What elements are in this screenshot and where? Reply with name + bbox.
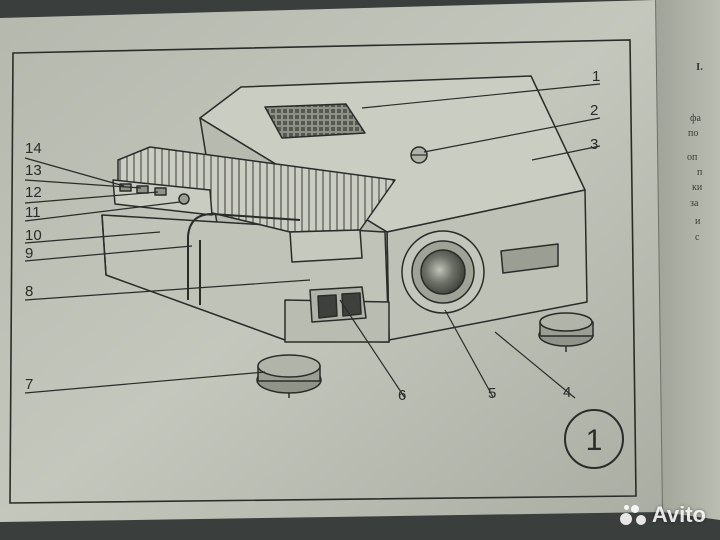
callout-numbers: 1 2 3 4 5 6 7 8 9 10 11 12 13 14 [25,68,600,404]
control-knob-11 [178,193,190,205]
side-line-5: ки [692,182,703,193]
carry-handle [187,213,301,300]
slide-projector-drawing [101,75,594,398]
callout-11: 11 [25,204,41,221]
callout-1: 1 [592,68,600,85]
side-line-1: фа [690,113,701,124]
callout-7: 7 [25,376,33,393]
callout-12: 12 [25,184,42,201]
callout-10: 10 [25,227,42,244]
avito-logo-icon [619,504,646,526]
callout-8: 8 [25,283,33,300]
side-line-3: оп [687,152,698,163]
callout-3: 3 [590,136,598,153]
vent-grille [264,103,366,139]
side-page-heading: I. [696,61,703,73]
side-line-8: с [695,232,700,243]
watermark: Avito [619,502,706,528]
control-button-13 [136,185,149,194]
side-line-4: п [697,167,703,178]
callout-5: 5 [488,385,496,402]
figure-frame [9,39,637,504]
watermark-brand: Avito [651,502,706,527]
callout-13: 13 [25,162,42,179]
callout-6: 6 [398,387,406,404]
side-line-6: за [690,198,699,209]
side-line-2: по [688,128,698,139]
front-window [500,243,559,274]
magazine-front [289,229,363,263]
callout-leaders [24,83,601,399]
lens-glass [420,249,466,295]
figure-number: 1 [586,424,603,457]
callout-2: 2 [590,102,598,119]
callout-9: 9 [25,245,33,262]
callout-14: 14 [25,140,42,157]
side-page: I. фа по оп п ки за и с [654,0,720,520]
side-line-7: и [695,216,701,227]
figure-number-badge: 1 [564,409,624,469]
control-button-12 [154,187,167,196]
callout-4: 4 [563,384,571,401]
